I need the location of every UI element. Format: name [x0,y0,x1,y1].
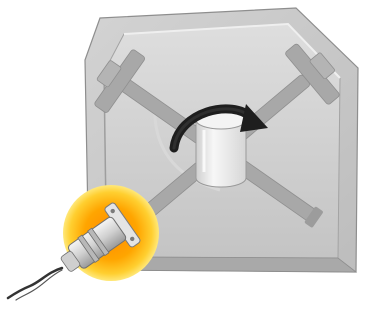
knob-cylinder-icon [196,111,246,187]
cable-icon [8,268,62,300]
